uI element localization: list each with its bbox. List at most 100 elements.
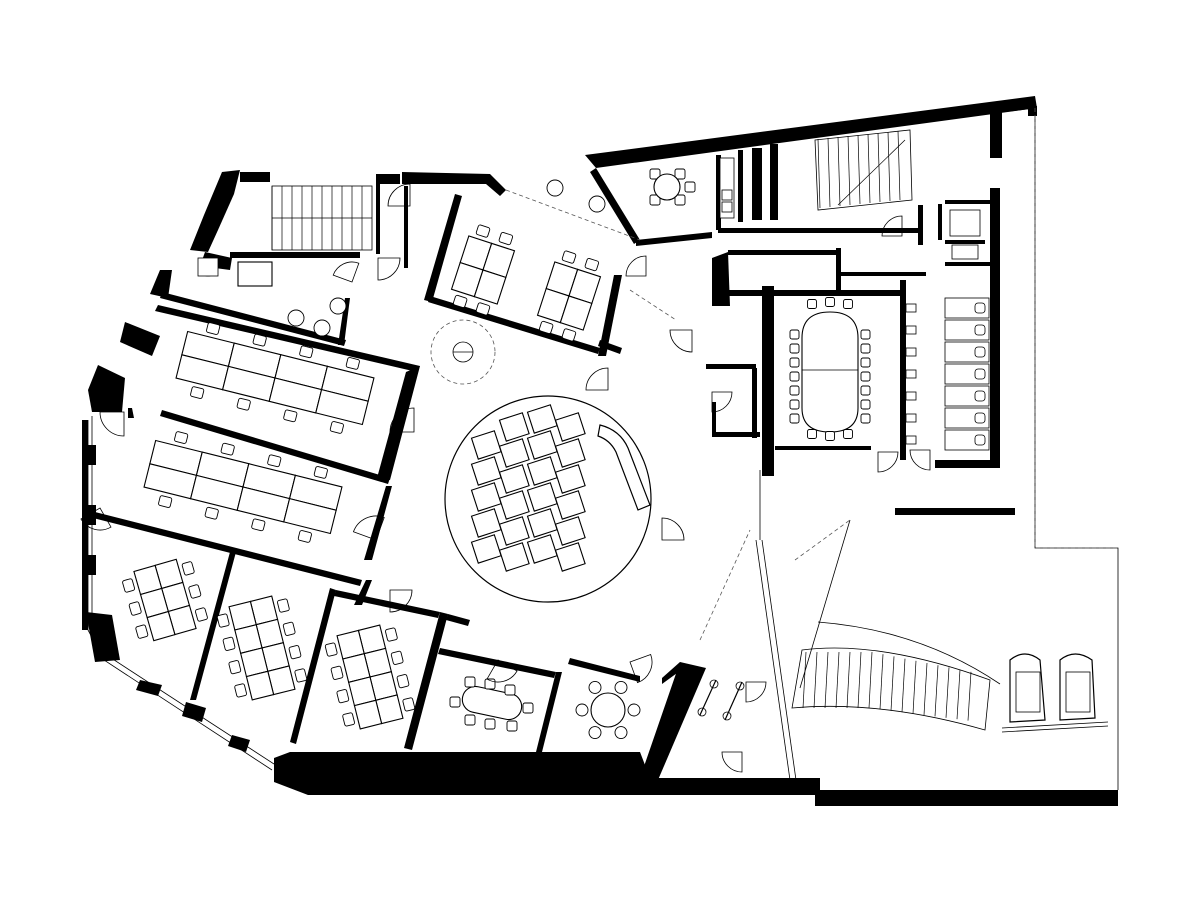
chair xyxy=(614,681,628,694)
chair xyxy=(299,345,314,359)
doors xyxy=(80,183,931,773)
lounge-chairs xyxy=(197,179,606,337)
desk-pod-team-room-1 xyxy=(122,558,208,642)
toilet xyxy=(974,412,986,424)
chair xyxy=(627,703,641,717)
chair xyxy=(345,357,360,370)
hub-desk xyxy=(554,464,586,494)
chair xyxy=(267,454,282,468)
partitions xyxy=(93,150,990,752)
chair xyxy=(188,584,202,599)
door-swing xyxy=(585,367,609,391)
hub-desk xyxy=(526,404,558,434)
glazing-lines xyxy=(505,189,851,781)
door-swing xyxy=(881,215,903,237)
chair xyxy=(464,676,476,688)
door-swing xyxy=(387,183,411,207)
chair xyxy=(204,506,219,520)
stair-tread xyxy=(912,660,917,714)
chair xyxy=(220,442,235,456)
chair xyxy=(288,645,302,660)
chair xyxy=(522,702,534,714)
chair xyxy=(504,684,516,696)
chair xyxy=(561,250,577,264)
hub-desk xyxy=(554,542,586,572)
desk xyxy=(473,269,507,305)
hub-desk xyxy=(498,438,530,468)
wc-stall xyxy=(944,407,990,429)
sink xyxy=(905,413,917,423)
desk xyxy=(315,388,369,426)
chair xyxy=(561,328,577,342)
toilet xyxy=(974,390,986,402)
door-swing xyxy=(352,515,385,541)
desk-pod-team-north-b xyxy=(536,250,602,342)
chair xyxy=(825,297,835,307)
hub-desk xyxy=(554,412,586,442)
wc-stall xyxy=(944,341,990,363)
wc-stall xyxy=(944,319,990,341)
stair-tread xyxy=(867,133,871,204)
chair xyxy=(789,385,800,396)
door-swing xyxy=(909,449,931,471)
hub-desk xyxy=(470,482,502,512)
desk-pod-team-room-3 xyxy=(324,624,416,730)
chair xyxy=(158,495,173,508)
chair xyxy=(807,299,817,309)
chair xyxy=(324,642,338,657)
hub-desk xyxy=(526,430,558,460)
chair xyxy=(190,386,205,399)
kitchen-chairs xyxy=(649,168,696,206)
stair-tread xyxy=(956,669,961,720)
reception-disc xyxy=(430,319,496,385)
chair xyxy=(649,194,661,206)
chair xyxy=(588,726,602,739)
kitchen-lounge xyxy=(653,157,735,219)
lounge-chair xyxy=(546,179,564,197)
desk-pod-open-office-2 xyxy=(143,431,343,543)
stair-tread xyxy=(897,130,901,201)
door-swing xyxy=(629,653,653,684)
desk xyxy=(245,670,275,701)
elevator-group xyxy=(1001,653,1109,733)
door-swing xyxy=(877,451,899,473)
chair xyxy=(283,409,298,423)
chair xyxy=(464,714,476,726)
chair xyxy=(475,302,491,316)
chair xyxy=(390,650,404,665)
chair xyxy=(449,696,461,708)
door-swing xyxy=(99,411,125,437)
chair xyxy=(122,578,136,593)
door-swing xyxy=(332,261,360,283)
north-west-stair xyxy=(271,185,373,251)
hub-desk xyxy=(554,516,586,546)
chair xyxy=(860,371,871,382)
chair xyxy=(674,168,686,180)
hub-desk xyxy=(526,456,558,486)
hub-desk xyxy=(470,508,502,538)
hub-desk xyxy=(470,430,502,460)
stair-tread xyxy=(837,136,841,207)
stair-tread xyxy=(890,656,895,711)
desk xyxy=(283,497,337,535)
hub-desk xyxy=(498,542,530,572)
stair-tread xyxy=(817,138,821,209)
chair xyxy=(614,726,628,739)
toilet xyxy=(974,324,986,336)
hub-desk xyxy=(526,534,558,564)
chair xyxy=(684,181,696,193)
bike-room xyxy=(697,679,745,721)
toilet xyxy=(974,302,986,314)
lounge-chair xyxy=(287,309,305,327)
chair xyxy=(860,413,871,424)
chair xyxy=(135,624,149,639)
chair xyxy=(860,399,871,410)
stair-tread xyxy=(868,651,873,709)
stair-tread xyxy=(824,651,829,709)
door-swing xyxy=(669,329,693,353)
sink xyxy=(905,369,917,379)
chair xyxy=(538,320,554,335)
door-swing xyxy=(721,751,743,773)
chair xyxy=(329,421,344,434)
chair xyxy=(674,194,686,206)
